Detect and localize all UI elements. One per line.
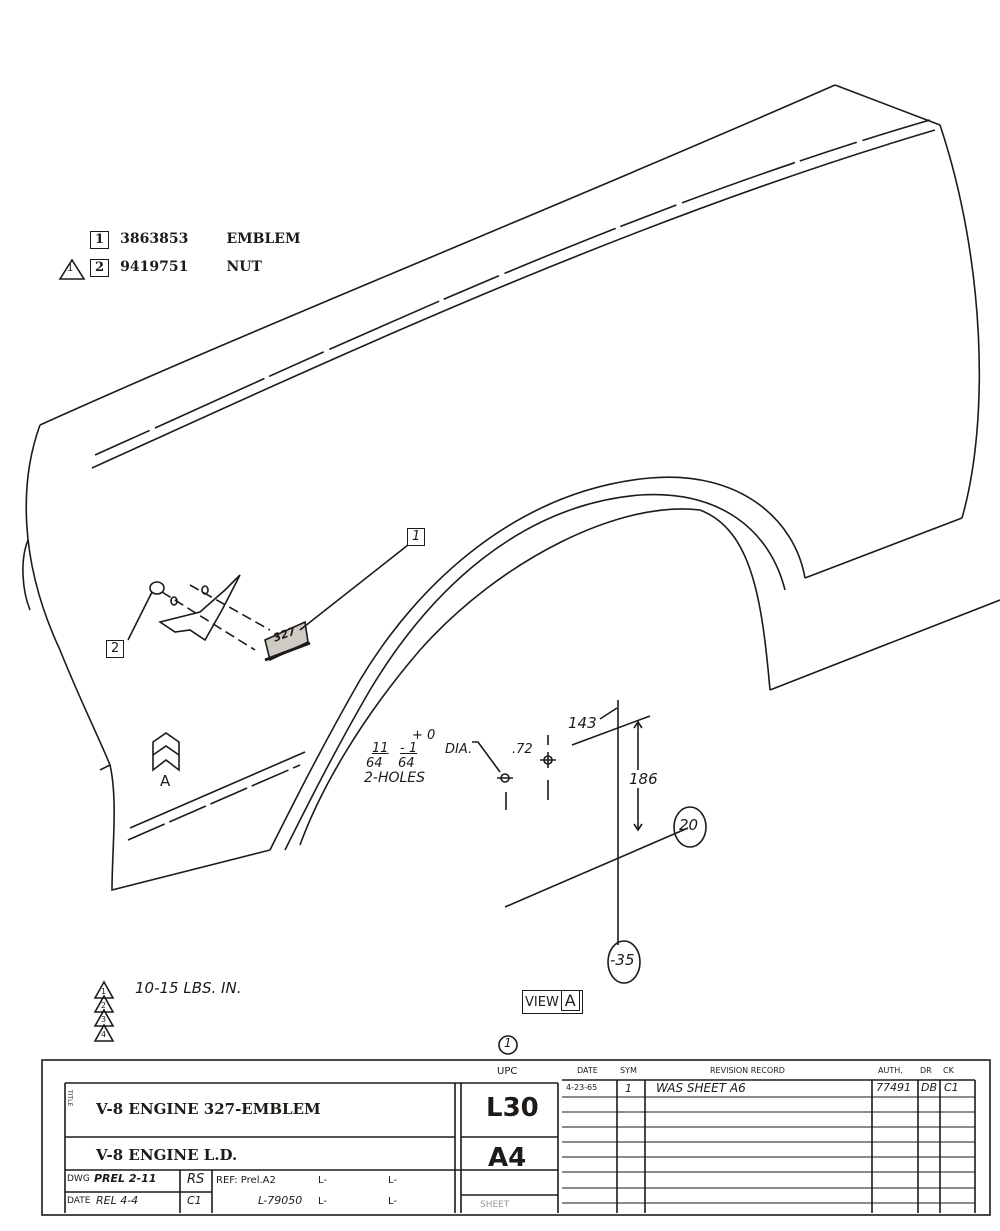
view-a-arrow-icon	[152, 732, 180, 772]
note-flag-label: 1	[67, 263, 74, 274]
ref-label: REF: Prel.A2	[216, 1175, 276, 1186]
prel-date: PREL 2-11	[94, 1172, 157, 1185]
rev-header-sym: SYM	[620, 1066, 637, 1075]
view-label-text: VIEW	[525, 995, 559, 1010]
rev-ck: C1	[944, 1081, 959, 1094]
upc-code: L30	[486, 1093, 539, 1123]
rev-header-auth: AUTH.	[878, 1066, 903, 1075]
ref-l5: L-	[388, 1196, 398, 1207]
rev-header-record: REVISION RECORD	[710, 1066, 785, 1075]
fender-rear-top	[834, 84, 941, 126]
note-flag-4: 4	[101, 1030, 107, 1039]
initials-2: C1	[187, 1194, 202, 1207]
dim-horizontal: 143	[568, 714, 597, 732]
ref-circle-20	[673, 806, 707, 848]
initials-1: RS	[187, 1172, 205, 1187]
ref-l3: L-79050	[258, 1194, 303, 1207]
drawing-title: V-8 ENGINE 327-EMBLEM	[96, 1100, 321, 1118]
tolerance-minus: - 1	[400, 741, 418, 756]
fender-lower-rear	[769, 599, 1000, 691]
fender-crease-line-2	[91, 129, 936, 469]
sheet-label: SHEET	[480, 1200, 510, 1210]
ref-line-20: 20	[679, 816, 699, 834]
holes-label: 2-HOLES	[364, 770, 426, 786]
callout-nut[interactable]: 2	[106, 640, 125, 658]
rev-date: 4-23-65	[566, 1083, 598, 1092]
dim-vertical: 186	[629, 770, 658, 788]
fender-front-edge	[25, 424, 112, 771]
view-label-letter: A	[560, 990, 580, 1011]
dim-spacing: .72	[512, 742, 533, 757]
rev-sym: 1	[625, 1082, 632, 1095]
rev-header-dr: DR	[920, 1066, 932, 1075]
rev-auth: 77491	[876, 1081, 911, 1094]
emblem-327-icon	[264, 620, 309, 662]
nut-icon	[149, 581, 165, 595]
parts-list-row: 2 9419751 NUT	[90, 256, 300, 284]
fender-wheel-arch-outer	[269, 476, 806, 851]
ref-circle-35	[607, 940, 641, 984]
fender-top-line	[39, 84, 836, 426]
ref-line-35: -35	[610, 951, 635, 969]
hole-dia-denominator: 64	[366, 756, 383, 771]
tolerance-denominator: 64	[398, 756, 415, 771]
fender-rear-bottom	[804, 517, 963, 579]
drawing-subtitle: V-8 ENGINE L.D.	[96, 1146, 238, 1164]
ref-l4: L-	[318, 1196, 328, 1207]
rev-header-ck: CK	[943, 1066, 954, 1075]
item-number: 1	[90, 231, 110, 249]
fender-rear-edge	[939, 124, 981, 519]
note-flag-3: 3	[101, 1015, 107, 1024]
title-block-frame	[41, 1059, 991, 1216]
fender-wheel-arch-mid	[284, 493, 786, 851]
note-flags	[58, 258, 518, 1055]
upc-sub: A4	[488, 1143, 527, 1173]
tolerance-plus: + 0	[412, 728, 436, 743]
rev-dr: DB	[921, 1081, 938, 1094]
note-flag-1: 1	[101, 987, 107, 996]
hole-dia-numerator: 11	[372, 741, 389, 756]
dia-label: DIA.	[445, 742, 473, 757]
rev-header-date: DATE	[577, 1066, 598, 1075]
parts-list-row: 1 3863853 EMBLEM	[90, 228, 300, 256]
callout-emblem[interactable]: 1	[407, 528, 426, 546]
fender-crease-line	[94, 119, 931, 456]
torque-note: 10-15 LBS. IN.	[135, 979, 242, 997]
fender-character-line	[129, 751, 306, 829]
ref-l1: L-	[318, 1175, 328, 1186]
emblem-assembly	[149, 574, 311, 662]
fender-character-line-2	[127, 764, 301, 841]
part-description: EMBLEM	[226, 231, 301, 247]
fender-front-lower	[109, 764, 271, 892]
dwg-label: DWG	[67, 1174, 90, 1184]
date-label: DATE	[67, 1196, 91, 1206]
parts-list: 1 3863853 EMBLEM 2 9419751 NUT	[90, 228, 300, 284]
v-emblem-bracket	[158, 574, 241, 642]
rel-date: REL 4-4	[96, 1194, 139, 1207]
part-description: NUT	[226, 259, 262, 275]
sheet-mark: 1	[504, 1036, 512, 1050]
note-flag-2: 2	[101, 1001, 107, 1010]
part-number: 3863853	[120, 231, 189, 247]
fender-wheel-arch-inner	[299, 508, 771, 846]
ref-l2: L-	[388, 1175, 398, 1186]
rev-record: WAS SHEET A6	[656, 1081, 746, 1095]
view-marker-letter: A	[160, 772, 171, 790]
title-side-label: TITLE	[66, 1090, 73, 1107]
item-number: 2	[90, 259, 110, 277]
part-number: 9419751	[120, 259, 189, 275]
upc-header: UPC	[497, 1066, 518, 1077]
view-a-geometry	[472, 700, 707, 984]
